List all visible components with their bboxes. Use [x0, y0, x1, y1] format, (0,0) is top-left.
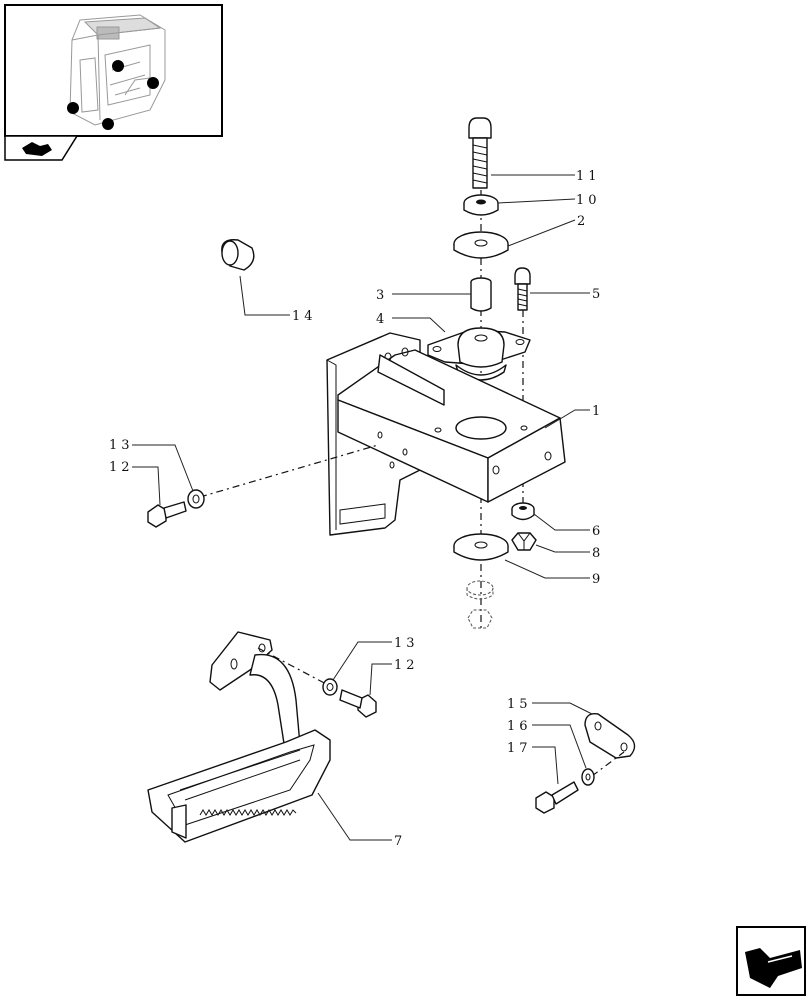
- hidden-washer-nut: [466, 580, 494, 629]
- callout-16: 16: [507, 719, 532, 734]
- next-page-arrow-icon[interactable]: [736, 926, 806, 996]
- callout-4: 4: [376, 312, 388, 327]
- bolt-part-12-upper: [147, 501, 187, 528]
- bolt-part-12-lower: [339, 689, 377, 718]
- callout-14: 14: [292, 309, 317, 324]
- location-dot-icon: [147, 77, 159, 89]
- washer-part-9: [453, 533, 509, 561]
- washer-part-10: [463, 194, 499, 216]
- washer-part-2: [453, 231, 509, 259]
- step-part-7: [147, 631, 331, 843]
- location-dot-icon: [102, 118, 114, 130]
- washer-part-6: [511, 502, 535, 521]
- book-arrow-icon[interactable]: [4, 135, 79, 161]
- callout-9: 9: [592, 572, 604, 587]
- nut-part-8: [511, 532, 537, 551]
- callout-12-lower: 12: [394, 658, 419, 673]
- spacer-part-3: [470, 277, 492, 312]
- callout-labels: 11 10 2 3 4 5 1 6 8 9 14 13 12 13 12 7 1…: [109, 169, 604, 849]
- callout-8: 8: [592, 546, 604, 561]
- leader-lines: [132, 174, 593, 841]
- location-dot-icon: [112, 60, 124, 72]
- washer-part-13-lower: [322, 678, 338, 696]
- cab-location-thumbnail[interactable]: [4, 4, 223, 137]
- cap-part-14: [221, 239, 255, 271]
- bolt-part-11: [468, 117, 492, 189]
- callout-2: 2: [577, 214, 589, 229]
- washer-part-16: [581, 768, 595, 786]
- callout-12-upper: 12: [109, 460, 134, 475]
- callout-10: 10: [576, 193, 601, 208]
- callout-5: 5: [592, 287, 604, 302]
- callout-17: 17: [507, 741, 532, 756]
- bolt-part-17: [535, 781, 579, 814]
- callout-1: 1: [592, 404, 604, 419]
- bracket-part-1: [326, 332, 566, 536]
- plate-part-15: [584, 713, 636, 759]
- callout-13-lower: 13: [394, 636, 419, 651]
- location-dot-icon: [67, 102, 79, 114]
- callout-13-upper: 13: [109, 438, 134, 453]
- callout-6: 6: [592, 524, 604, 539]
- mount-part-4: [427, 327, 531, 381]
- callout-11: 11: [576, 169, 601, 184]
- bolt-part-5: [514, 267, 531, 311]
- callout-15: 15: [507, 697, 532, 712]
- callout-3: 3: [376, 288, 388, 303]
- washer-part-13-upper: [187, 489, 205, 509]
- callout-7: 7: [394, 834, 406, 849]
